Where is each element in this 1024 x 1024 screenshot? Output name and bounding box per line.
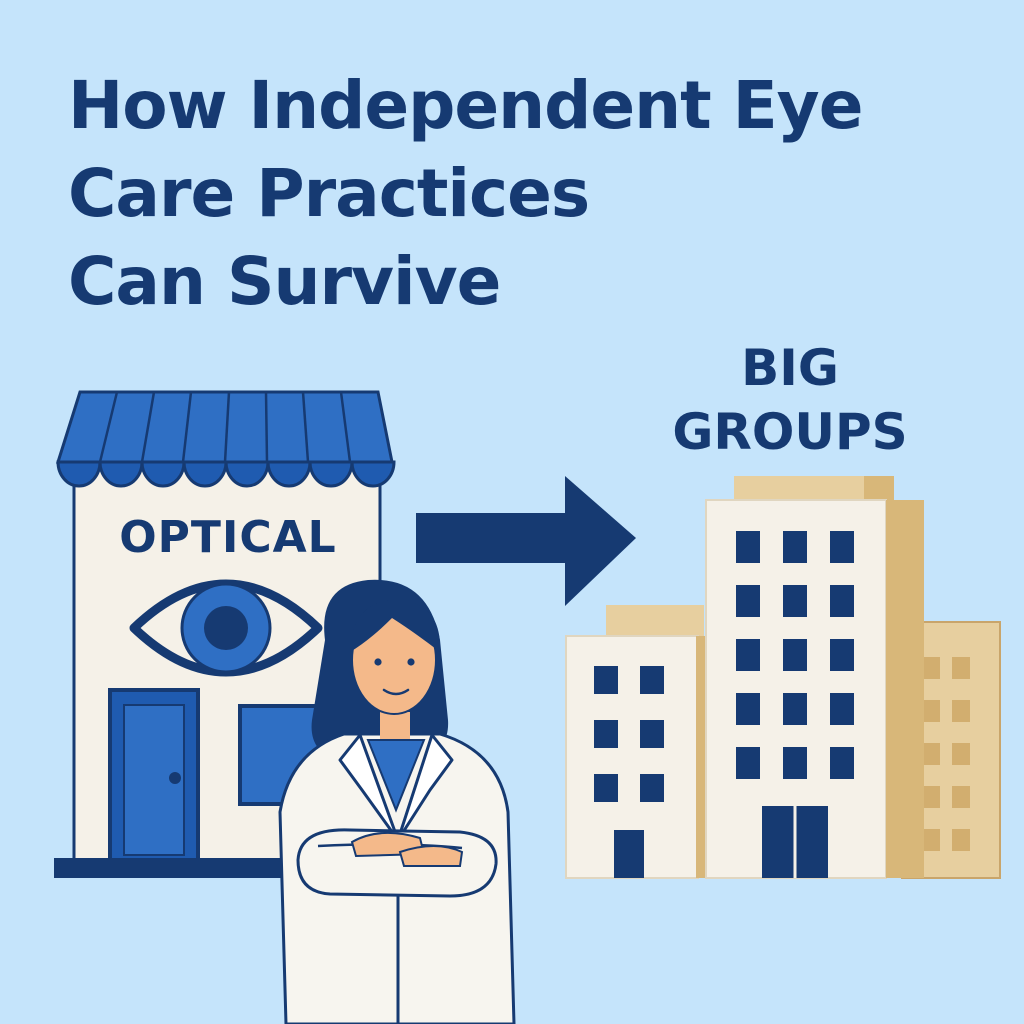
awning	[55, 390, 396, 488]
headline: How Independent Eye Care Practices Can S…	[68, 62, 968, 326]
big-groups-label: BIG GROUPS	[640, 336, 940, 464]
headline-line-2: Care Practices	[68, 155, 590, 232]
eye-icon	[129, 579, 323, 677]
headline-line-1: How Independent Eye	[68, 67, 863, 144]
arrow-right-icon	[416, 476, 636, 606]
big-groups-line-2: GROUPS	[672, 403, 908, 461]
big-group-buildings	[565, 476, 1001, 879]
optical-sign: OPTICAL	[119, 512, 337, 563]
big-groups-line-1: BIG	[741, 339, 839, 397]
door-icon	[108, 688, 200, 862]
doctor-figure	[278, 579, 516, 1024]
optical-storefront	[54, 390, 396, 878]
headline-line-3: Can Survive	[68, 243, 501, 320]
